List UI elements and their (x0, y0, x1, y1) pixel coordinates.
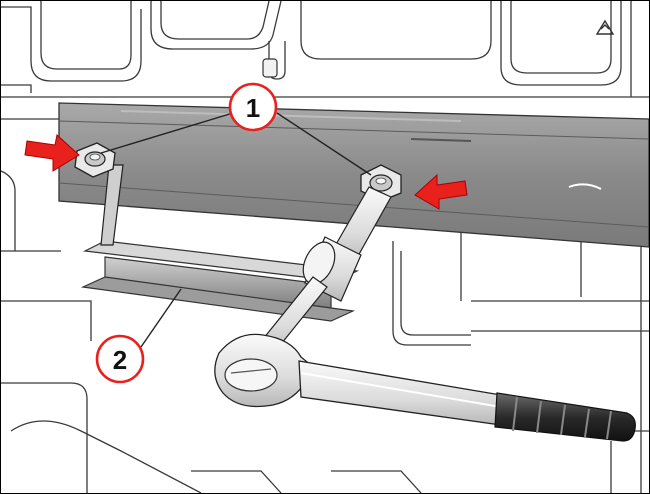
callout-2-label: 2 (113, 345, 127, 375)
callout-1-leaders (100, 112, 372, 176)
callout-2: 2 (95, 334, 145, 384)
callout-1-label: 1 (246, 93, 260, 123)
callout-2-leader (140, 288, 182, 348)
callout-1: 1 (228, 82, 278, 132)
arrow-icon-right (414, 173, 468, 210)
mounting-bar (58, 102, 649, 248)
screw-head (262, 58, 278, 78)
recycle-icon (595, 19, 615, 35)
arrow-icon-left (24, 134, 80, 172)
bracket (80, 164, 360, 322)
ratchet-wrench (214, 186, 636, 442)
